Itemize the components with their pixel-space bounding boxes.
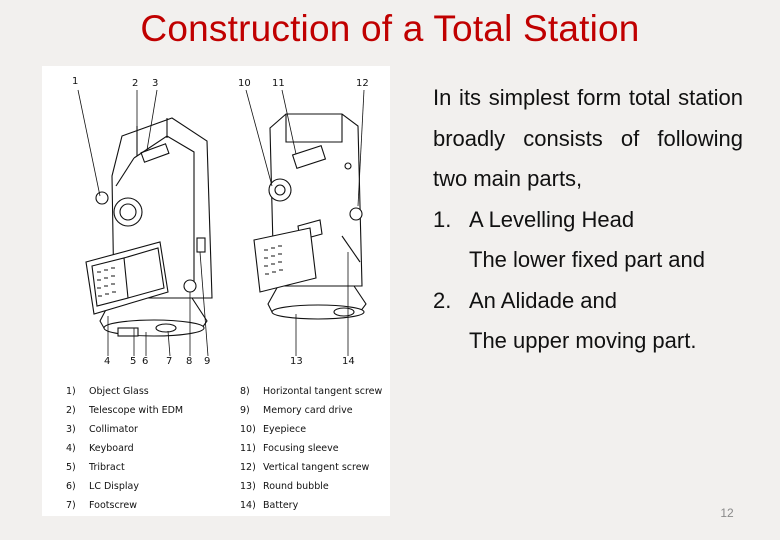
instrument-side-view [253,113,367,320]
total-station-diagram: 1 2 3 10 11 12 4 5 6 7 8 9 13 14 1) Obje… [42,66,390,516]
legend-item: 7) Footscrew [66,500,137,511]
slide-title: Construction of a Total Station [140,8,640,49]
callout-5: 5 [130,356,137,367]
total-station-drawing [77,89,367,357]
legend-item: 5) Tribract [66,462,125,473]
legend-item: 1) Object Glass [66,386,149,397]
list-item: 1.A Levelling Head [433,206,635,232]
callout-10: 10 [238,78,251,89]
legend-item: 3) Collimator [66,424,138,435]
page-number: 12 [720,506,734,520]
instrument-front-view [85,117,213,337]
legend-item: 2) Telescope with EDM [66,405,184,416]
callout-1: 1 [72,76,79,87]
callout-13: 13 [290,356,303,367]
list-item-subtext: The upper moving part. [469,328,697,353]
body-text: In its simplest form total station broad… [433,78,743,362]
callout-11: 11 [272,78,285,89]
legend-item: 14) Battery [240,500,299,511]
legend-item: 10) Eyepiece [240,424,307,435]
list-item: 2.An Alidade and [433,287,618,313]
intro-paragraph: In its simplest form total station broad… [433,85,743,191]
callout-4: 4 [104,356,111,367]
legend-item: 13) Round bubble [240,481,329,492]
callout-2: 2 [132,78,139,89]
legend-item: 11) Focusing sleeve [240,443,339,454]
legend-item: 12) Vertical tangent screw [240,462,370,473]
callout-14: 14 [342,356,355,367]
legend-item: 4) Keyboard [66,443,134,454]
legend-item: 9) Memory card drive [240,405,353,416]
callout-9: 9 [204,356,211,367]
legend-item: 8) Horizontal tangent screw [240,386,383,397]
list-item-subtext: The lower fixed part and [469,247,706,272]
callout-3: 3 [152,78,159,89]
callout-12: 12 [356,78,369,89]
legend-item: 6) LC Display [66,481,139,492]
callout-8: 8 [186,356,193,367]
callout-7: 7 [166,356,173,367]
callout-6: 6 [142,356,149,367]
